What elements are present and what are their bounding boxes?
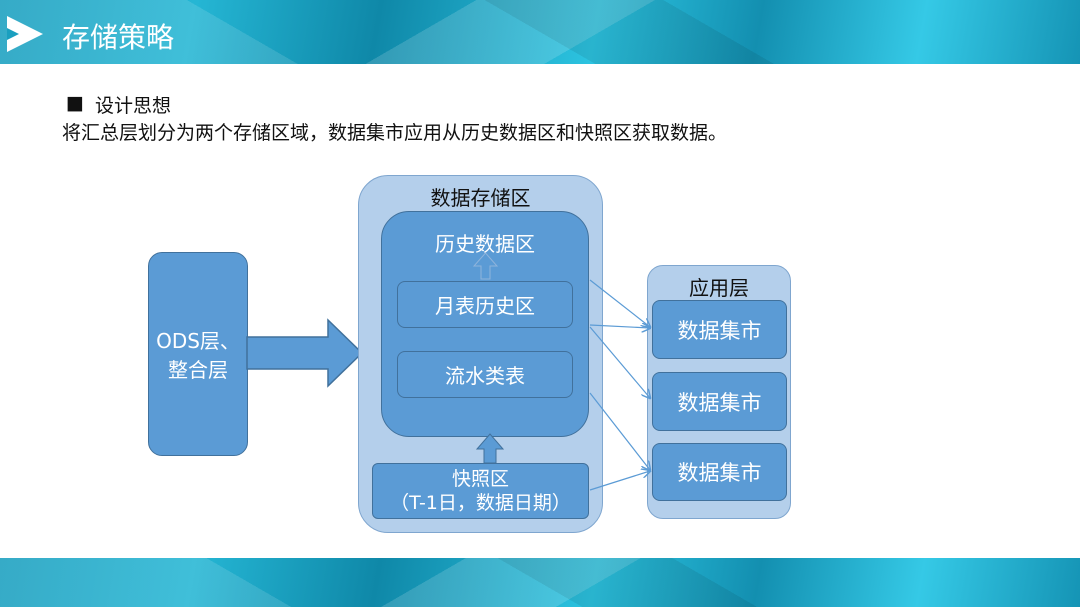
monthly-history-label: 月表历史区 [435, 294, 535, 318]
footer-banner [0, 558, 1080, 607]
description-text: 将汇总层划分为两个存储区域，数据集市应用从历史数据区和快照区获取数据。 [62, 122, 728, 144]
storage-title: 数据存储区 [430, 186, 531, 210]
data-mart-label: 数据集市 [677, 318, 762, 343]
ods-integration-layer-box: ODS层、 整合层 [148, 252, 248, 456]
snapshot-label: 快照区 [451, 468, 509, 490]
page-title: 存储策略 [62, 21, 175, 54]
monthly-history-box: 月表历史区 [397, 281, 573, 328]
snapshot-date-label: （T-1日，数据日期） [390, 492, 571, 514]
data-mart-box: 数据集市 [652, 300, 787, 359]
logo-icon [7, 16, 43, 52]
app-layer-title: 应用层 [689, 276, 749, 300]
history-title: 历史数据区 [435, 232, 535, 256]
data-mart-box: 数据集市 [652, 372, 787, 431]
ods-label-line1: ODS层、 [156, 329, 240, 353]
header-banner: 存储策略 [0, 0, 1080, 64]
flow-table-label: 流水类表 [445, 364, 525, 388]
data-mart-box: 数据集市 [652, 443, 787, 501]
flow-table-box: 流水类表 [397, 351, 573, 398]
bullet-heading: 设计思想 [95, 95, 172, 117]
bullet-square-icon: ■ [66, 92, 84, 114]
ods-label-line2: 整合层 [168, 358, 228, 382]
snapshot-box: 快照区 （T-1日，数据日期） [372, 463, 589, 519]
data-mart-label: 数据集市 [677, 461, 762, 485]
data-mart-label: 数据集市 [677, 390, 762, 415]
